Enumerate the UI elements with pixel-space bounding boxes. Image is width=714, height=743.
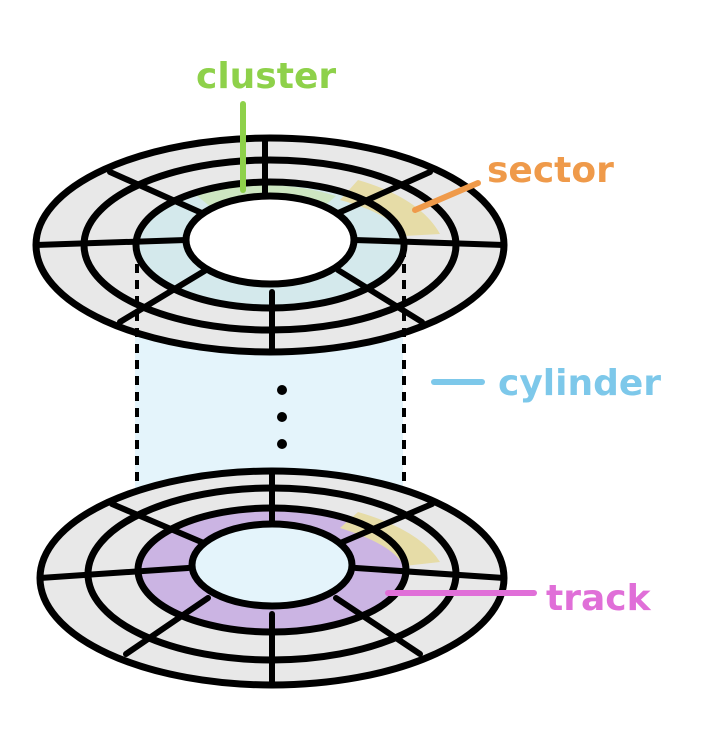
top-sector-highlight <box>340 180 440 236</box>
sector-leader-line <box>412 180 481 213</box>
top-platter <box>32 134 508 356</box>
track-callout: track <box>385 578 652 619</box>
cylinder-label: cylinder <box>498 363 661 404</box>
cylinder-callout: cylinder <box>431 363 661 404</box>
top-spindle-hole <box>182 192 358 288</box>
sector-callout: sector <box>412 150 614 213</box>
sector-label: sector <box>487 150 614 191</box>
bottom-spindle-hole <box>188 520 356 610</box>
cluster-label: cluster <box>196 56 336 97</box>
track-label: track <box>546 578 652 619</box>
cluster-callout: cluster <box>196 56 336 193</box>
bottom-platter <box>36 467 508 689</box>
